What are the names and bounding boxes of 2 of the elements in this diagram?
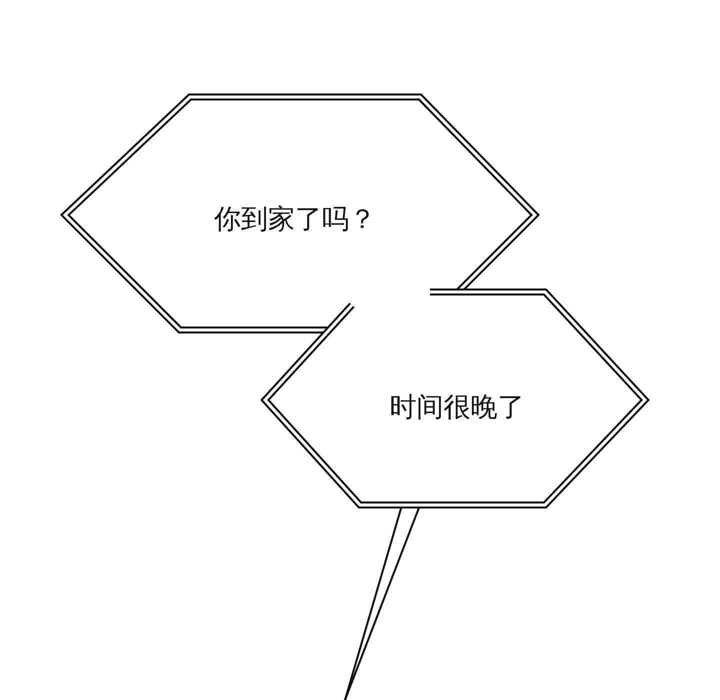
dialogue-text: 时间很晚了 xyxy=(390,391,524,425)
dialogue-text: 你到家了吗？ xyxy=(214,203,376,237)
